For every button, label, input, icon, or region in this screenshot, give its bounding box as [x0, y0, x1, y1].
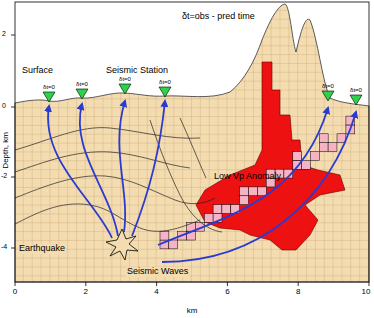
title-note: δt=obs - pred time [182, 12, 255, 22]
ray-cell [293, 152, 302, 161]
earthquake-star [106, 229, 138, 260]
ray-cell [204, 213, 213, 222]
delay-label: δt=0 [322, 83, 334, 90]
station-triangle [322, 91, 334, 101]
ray-cell [222, 205, 231, 214]
tick-label: -4 [1, 243, 7, 251]
tick-label: 0 [13, 288, 17, 297]
anomaly-label: Low Vp Anomaly [214, 172, 281, 182]
delay-label: δt=0 [76, 81, 88, 88]
ray-cell [319, 134, 328, 143]
surface-label: Surface [22, 66, 53, 76]
delay-label: δt=0 [350, 87, 362, 94]
seismic-stations [43, 84, 362, 105]
station-triangle [76, 89, 88, 99]
delay-label: δt=0 [43, 84, 55, 91]
ray-cell [169, 240, 178, 249]
ray-cell [257, 187, 266, 196]
ray-cell [319, 143, 328, 152]
station-label: Seismic Station [106, 66, 168, 76]
low-velocity-anomaly [196, 62, 345, 250]
velocity-contours [15, 118, 222, 232]
tick-label: 0 [2, 102, 6, 110]
station-triangle [159, 87, 171, 97]
waves-label: Seismic Waves [126, 267, 189, 277]
ray-cell [213, 205, 222, 214]
delay-label: δt=0 [159, 79, 171, 86]
ray-cell [249, 187, 258, 196]
terrain [15, 4, 369, 282]
tick-label: 10 [362, 288, 371, 297]
tick-label: 6 [225, 288, 229, 297]
ray-cell [240, 196, 249, 205]
axis-title: km [187, 307, 198, 316]
delay-label: δt=0 [119, 76, 131, 83]
seismic-rays [48, 101, 356, 262]
ray-cell [302, 160, 311, 169]
ray-cell [328, 143, 337, 152]
station-triangle [119, 84, 131, 94]
tick-label: 8 [296, 288, 300, 297]
ray-cell [160, 231, 169, 240]
tick-label: 4 [154, 288, 158, 297]
tick-label: 2 [84, 288, 88, 297]
plot-frame [15, 2, 369, 282]
tick-label: 2 [2, 30, 6, 38]
ray-cells [160, 116, 355, 249]
station-triangle [350, 95, 362, 105]
earthquake-label: Earthquake [18, 244, 66, 254]
ray-cell [240, 187, 249, 196]
axis-title: Depth, km [2, 132, 11, 168]
station-triangle [43, 92, 55, 102]
tick-label: -2 [1, 172, 7, 180]
ray-cell [310, 152, 319, 161]
axis-ticks [11, 35, 369, 286]
